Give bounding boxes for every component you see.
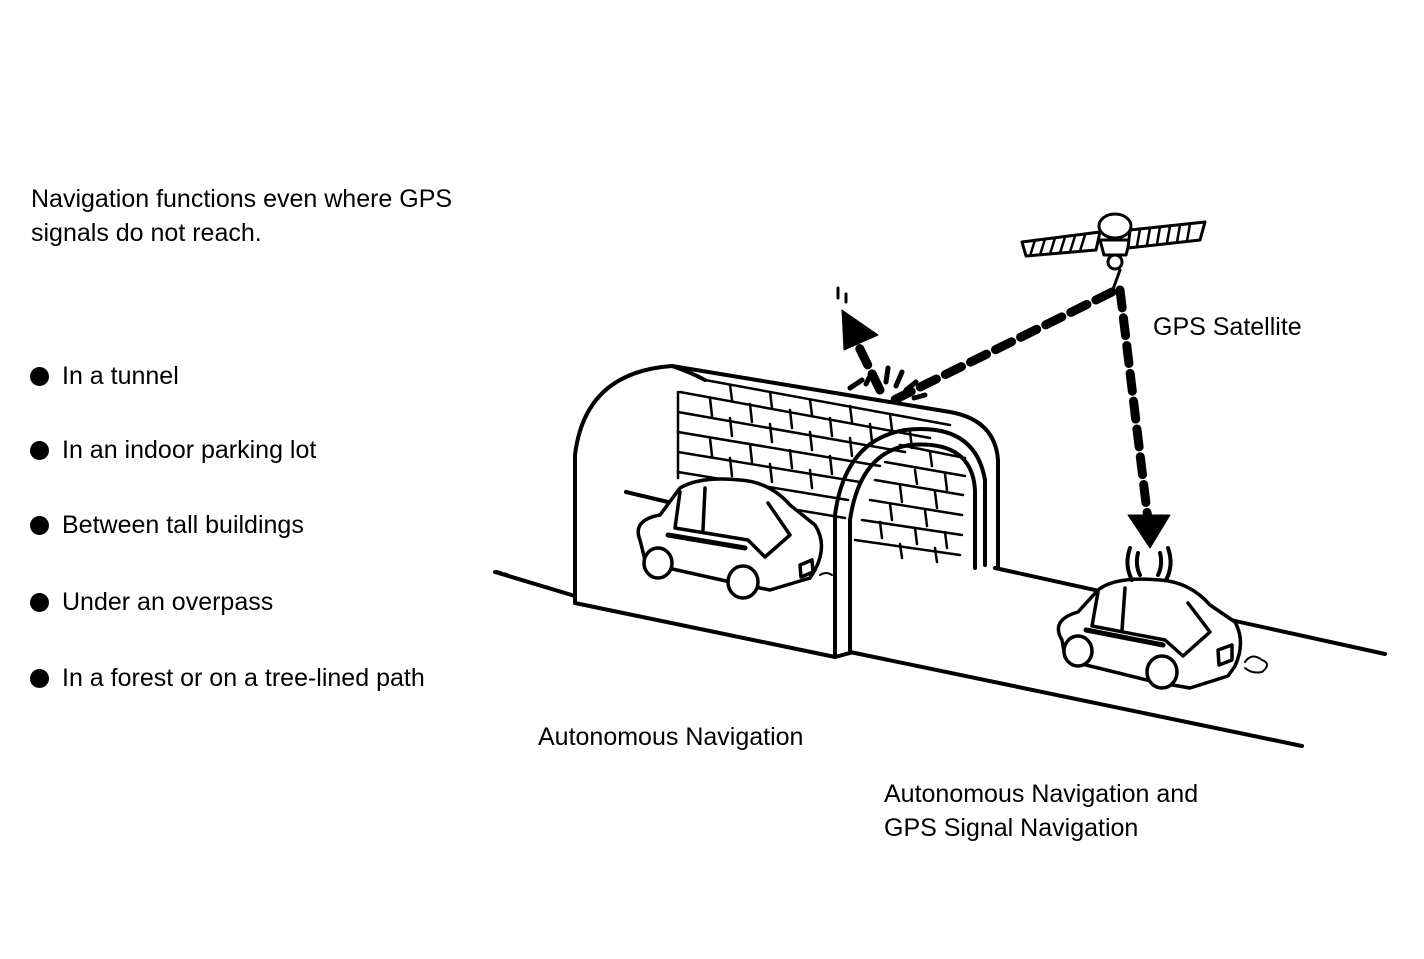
reflection-icon (847, 365, 928, 401)
bullet-icon (30, 516, 49, 535)
signal-waves (1125, 546, 1173, 582)
arrow-down-icon (1127, 514, 1171, 549)
bullet-icon (30, 441, 49, 460)
arrow-up-icon (841, 309, 879, 351)
list-item: In a forest or on a tree-lined path (30, 664, 425, 693)
autonomous-navigation-label: Autonomous Navigation (538, 723, 804, 751)
combined-navigation-label: Autonomous Navigation and GPS Signal Nav… (884, 777, 1198, 845)
signal-origin (1110, 268, 1122, 294)
car-icon (1056, 577, 1268, 690)
combined-navigation-line-2: GPS Signal Navigation (884, 814, 1139, 842)
car-icon (636, 477, 833, 600)
bullet-icon (30, 367, 49, 386)
list-item: In an indoor parking lot (30, 436, 316, 465)
combined-navigation-line-1: Autonomous Navigation and (884, 780, 1199, 808)
list-item: Between tall buildings (30, 511, 304, 540)
intro-line-2: signals do not reach. (31, 219, 262, 247)
intro-text: Navigation functions even where GPS sign… (31, 182, 452, 250)
list-item: Under an overpass (30, 588, 273, 617)
gps-satellite-label: GPS Satellite (1153, 313, 1302, 341)
list-item: In a tunnel (30, 362, 179, 391)
gps-signal-received (1115, 285, 1153, 525)
gps-signal-blocked (853, 287, 1117, 407)
satellite-icon (1020, 212, 1207, 271)
intro-line-1: Navigation functions even where GPS (31, 185, 453, 213)
bullet-icon (30, 669, 49, 688)
deflected-arrow-trail (836, 286, 848, 304)
road (493, 490, 1387, 748)
bullet-icon (30, 593, 49, 612)
